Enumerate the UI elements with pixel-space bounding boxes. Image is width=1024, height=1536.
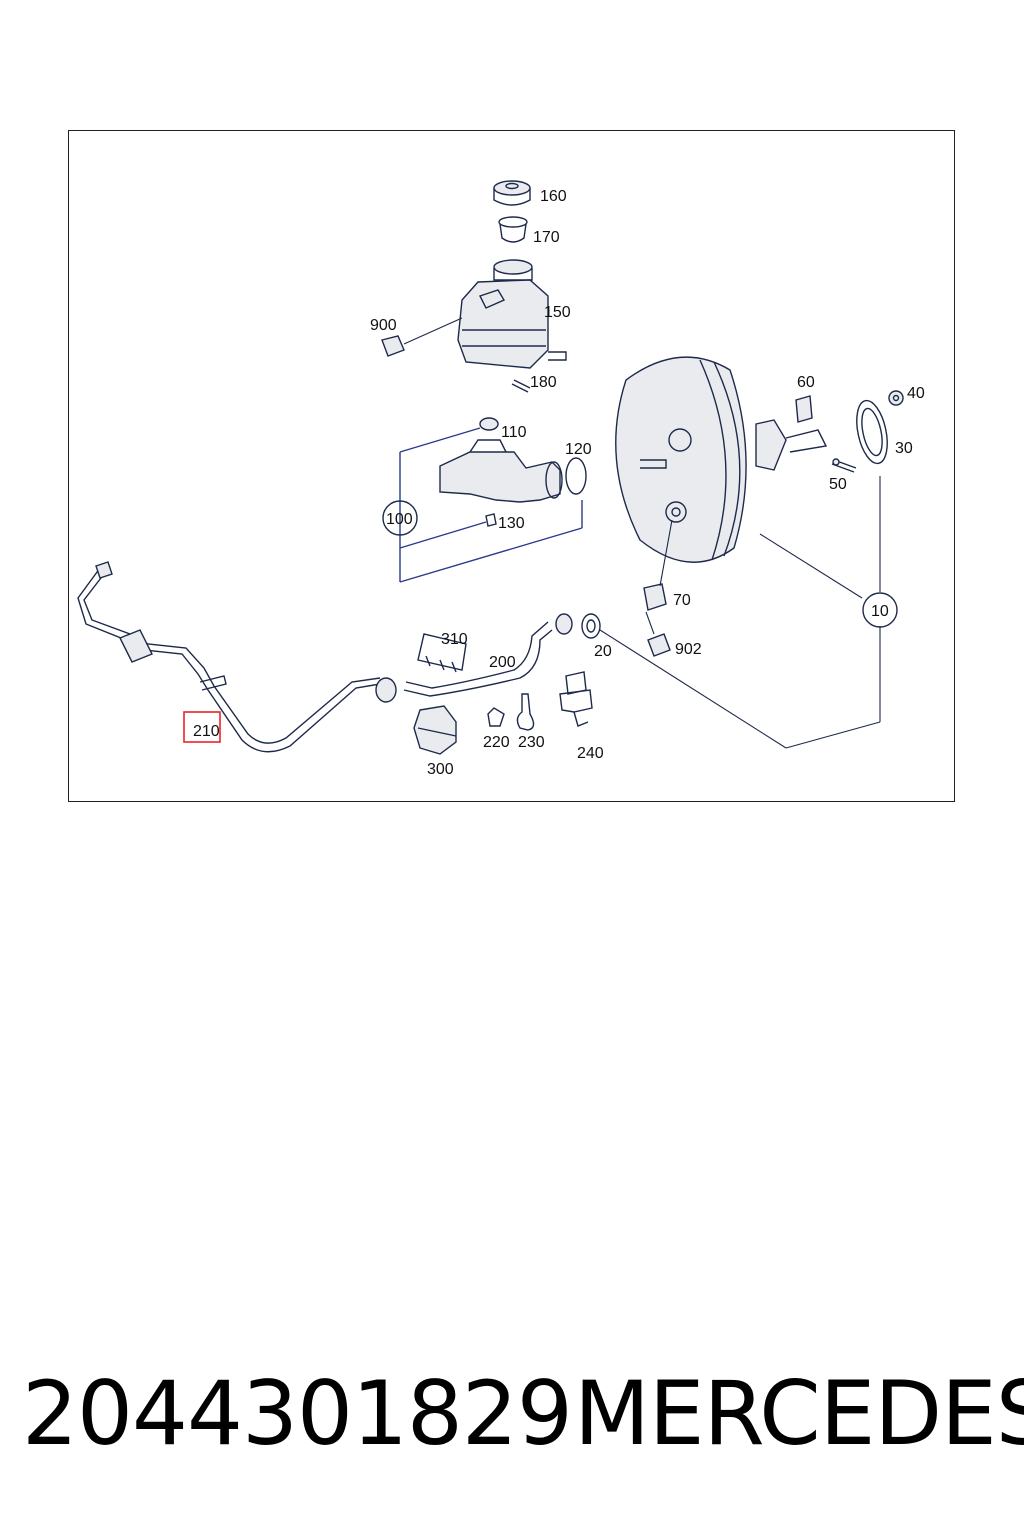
callout-120: 120 bbox=[565, 441, 592, 458]
bracket-10 bbox=[599, 476, 881, 749]
callout-150: 150 bbox=[544, 304, 571, 321]
callout-100: 100 bbox=[386, 511, 413, 528]
callout-50: 50 bbox=[829, 476, 847, 493]
callout-180: 180 bbox=[530, 374, 557, 391]
bracket-310-part bbox=[417, 633, 467, 673]
callout-310: 310 bbox=[441, 631, 468, 648]
bolt-50-part bbox=[831, 458, 857, 473]
callout-240: 240 bbox=[577, 745, 604, 762]
callout-900: 900 bbox=[370, 317, 397, 334]
grommet-20-part bbox=[581, 613, 601, 639]
callout-40: 40 bbox=[907, 385, 925, 402]
callout-300: 300 bbox=[427, 761, 454, 778]
callout-902: 902 bbox=[675, 641, 702, 658]
diagram-frame bbox=[68, 130, 955, 802]
callout-220: 220 bbox=[483, 734, 510, 751]
vacuum-hose-210-part bbox=[77, 561, 381, 753]
callout-10: 10 bbox=[871, 603, 889, 620]
footer: 2044301829 MERCEDES bbox=[0, 1362, 1024, 1482]
clip-60-part bbox=[795, 395, 813, 423]
valve-300-part bbox=[413, 705, 457, 755]
callout-60: 60 bbox=[797, 374, 815, 391]
callout-200: 200 bbox=[489, 654, 516, 671]
bracket-100 bbox=[399, 427, 583, 583]
callout-230: 230 bbox=[518, 734, 545, 751]
callout-20: 20 bbox=[594, 643, 612, 660]
callout-70: 70 bbox=[673, 592, 691, 609]
nut-40-part bbox=[888, 390, 904, 406]
clip-240-part bbox=[559, 671, 593, 727]
callout-circle-10 bbox=[862, 592, 898, 628]
cap-seal-part bbox=[498, 216, 528, 243]
callout-210: 210 bbox=[193, 723, 220, 740]
callout-160: 160 bbox=[540, 188, 567, 205]
reservoir-cap-part bbox=[493, 180, 531, 206]
gasket-30-part bbox=[856, 399, 888, 465]
label-902-part bbox=[645, 611, 671, 657]
callout-170: 170 bbox=[533, 229, 560, 246]
callout-130: 130 bbox=[498, 515, 525, 532]
pin-180-part bbox=[511, 379, 531, 393]
vacuum-hose-200-part bbox=[375, 613, 573, 703]
brake-booster-part bbox=[615, 356, 828, 563]
master-cylinder-part bbox=[439, 417, 587, 527]
callout-30: 30 bbox=[895, 440, 913, 457]
callout-210-highlight bbox=[183, 711, 221, 743]
clip-220-part bbox=[487, 707, 505, 727]
brake-fluid-reservoir-part bbox=[457, 259, 567, 369]
sensor-70-part bbox=[643, 519, 673, 611]
clip-230-part bbox=[516, 693, 535, 731]
parts-diagram: 160 170 150 900 180 110 120 100 130 60 4… bbox=[77, 180, 925, 778]
callout-circle-100 bbox=[382, 500, 418, 536]
brand-name: MERCEDES bbox=[574, 1362, 1024, 1465]
label-900-part bbox=[381, 317, 463, 357]
callout-110: 110 bbox=[501, 424, 527, 441]
part-number: 2044301829 bbox=[22, 1362, 573, 1465]
